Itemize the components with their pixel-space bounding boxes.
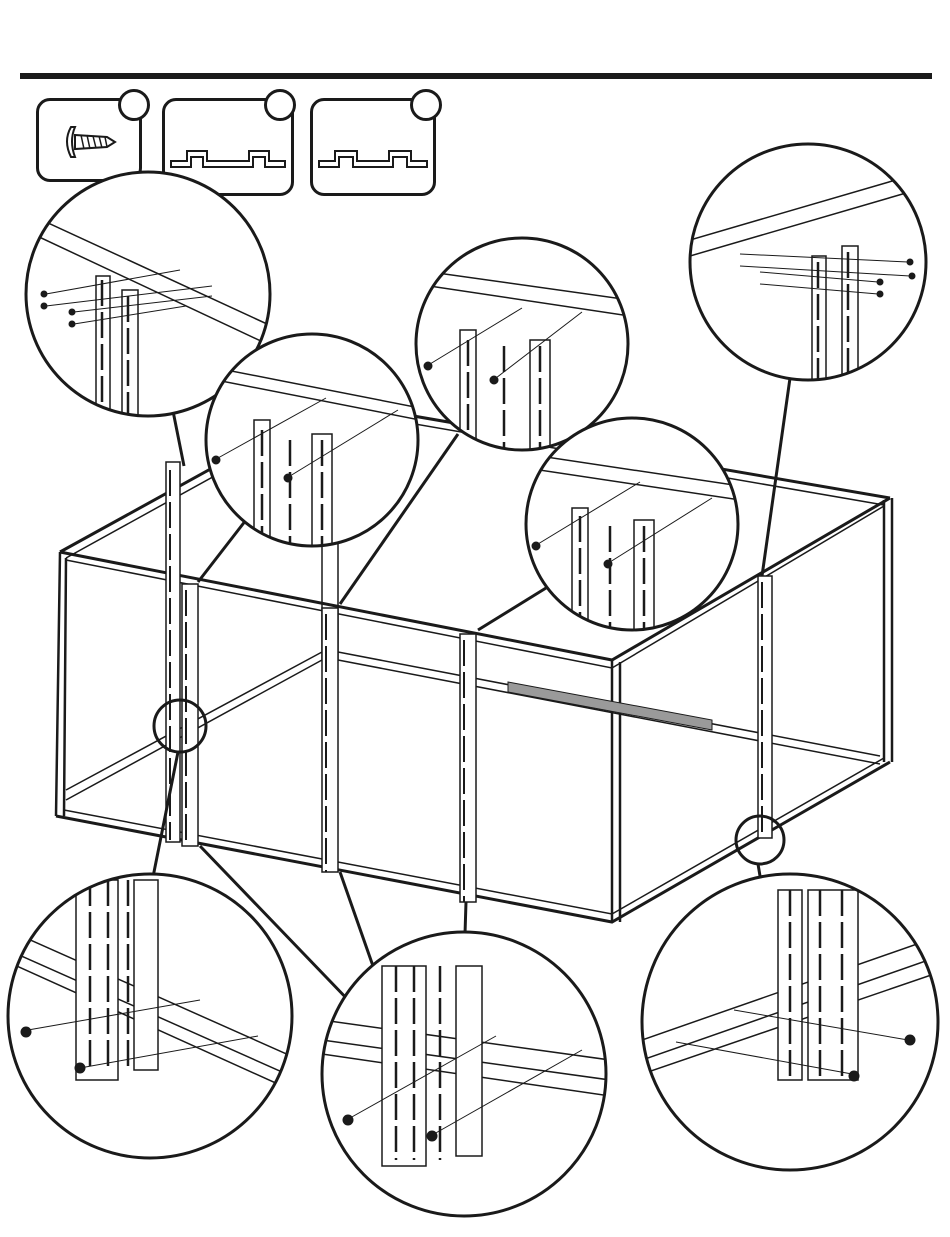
callout-bottom-right-base bbox=[642, 874, 940, 1170]
callout-bottom-left-base bbox=[8, 874, 300, 1158]
callout-top-mid-right-post bbox=[526, 418, 740, 640]
back-channel-shading bbox=[508, 682, 712, 730]
callout-bottom-center-base bbox=[322, 932, 610, 1216]
callout-top-right-corner-post bbox=[690, 144, 930, 386]
callout-top-mid-left-post bbox=[206, 334, 420, 554]
